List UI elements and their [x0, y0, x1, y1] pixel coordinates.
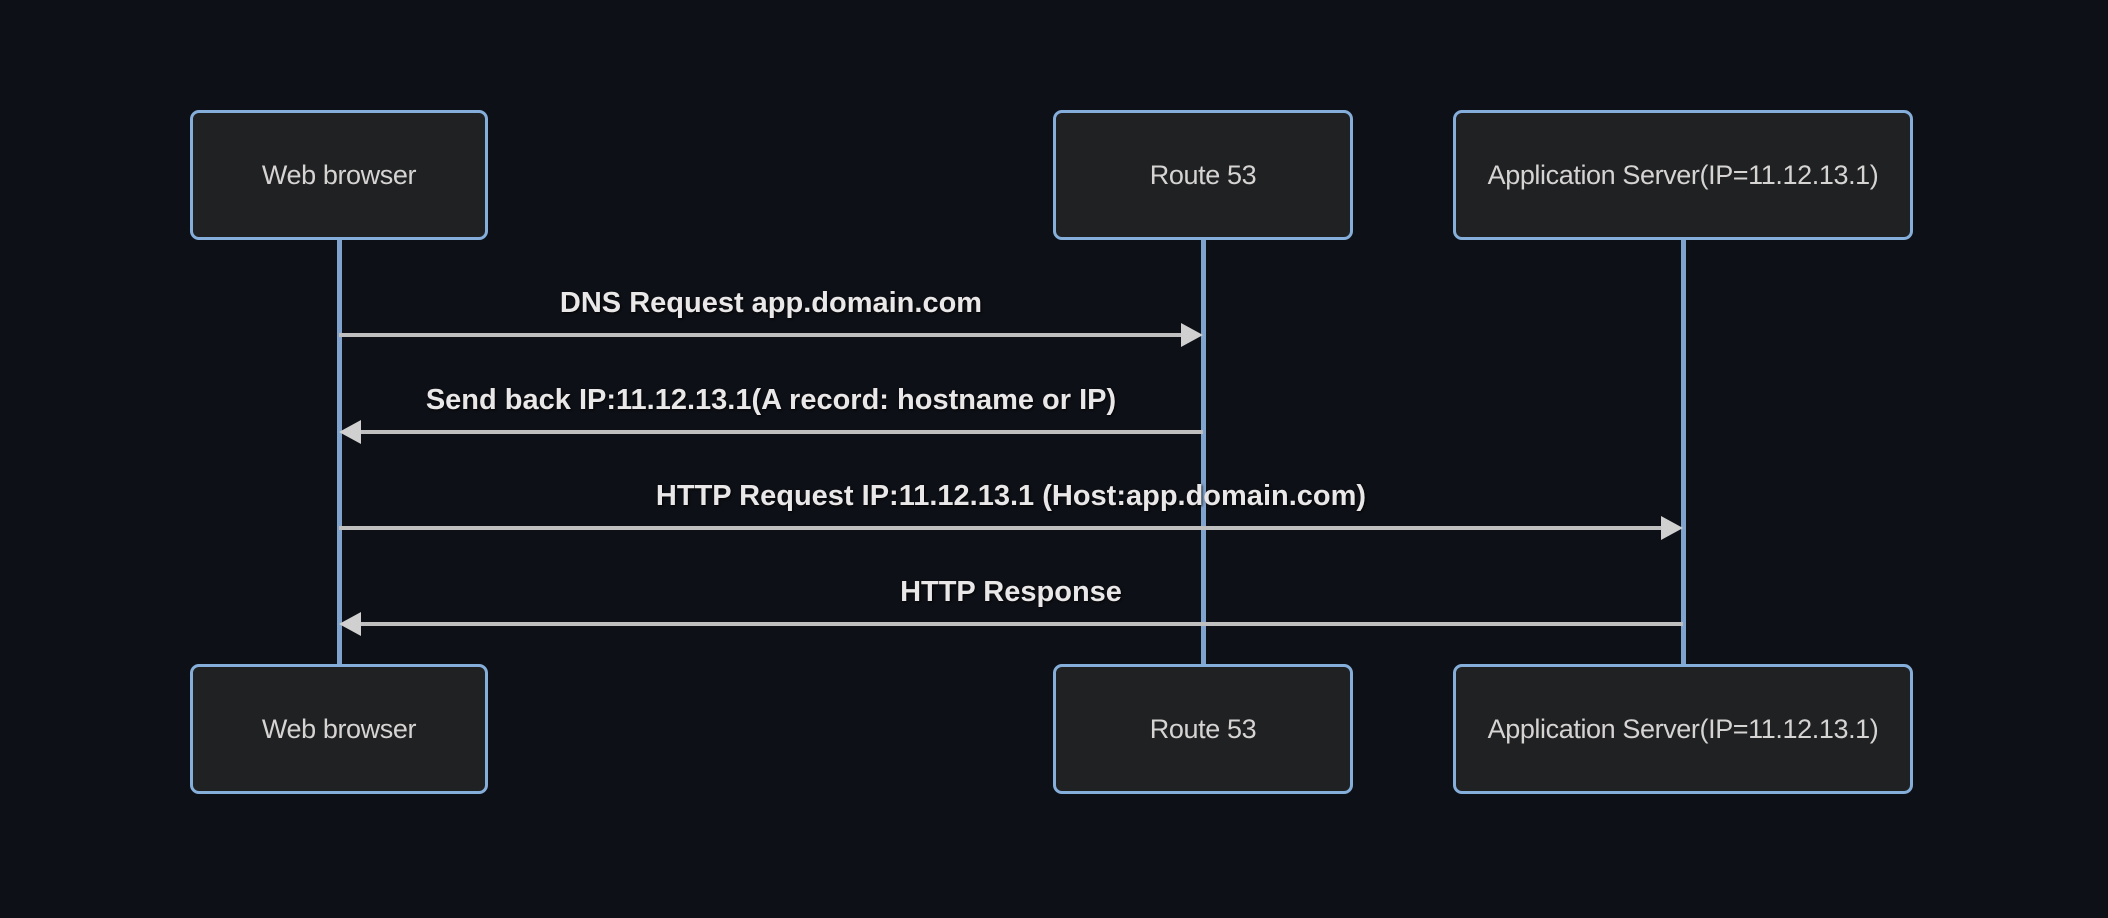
actor-label-web-browser-top: Web browser — [261, 159, 417, 190]
actor-label-web-browser-bottom: Web browser — [261, 713, 417, 744]
actor-label-application-server-top: Application Server(IP=11.12.13.1) — [1487, 159, 1879, 190]
message-line-http-request — [339, 526, 1661, 530]
lifeline-route-53 — [1201, 238, 1206, 666]
actor-box-web-browser-top: Web browser — [190, 110, 488, 240]
message-line-send-back-ip — [361, 430, 1203, 434]
actor-box-route-53-top: Route 53 — [1053, 110, 1353, 240]
actor-label-route-53-bottom: Route 53 — [1149, 713, 1257, 744]
actor-label-route-53-top: Route 53 — [1149, 159, 1257, 190]
actor-box-application-server-top: Application Server(IP=11.12.13.1) — [1453, 110, 1913, 240]
message-line-dns-request — [339, 333, 1181, 337]
message-label-http-response: HTTP Response — [900, 576, 1122, 608]
message-label-http-request: HTTP Request IP:11.12.13.1 (Host:app.dom… — [655, 480, 1367, 512]
actor-box-web-browser-bottom: Web browser — [190, 664, 488, 794]
arrowhead-right-icon — [1181, 323, 1203, 347]
message-label-dns-request: DNS Request app.domain.com — [559, 287, 983, 319]
actor-box-application-server-bottom: Application Server(IP=11.12.13.1) — [1453, 664, 1913, 794]
arrowhead-left-icon — [339, 612, 361, 636]
actor-box-route-53-bottom: Route 53 — [1053, 664, 1353, 794]
actor-label-application-server-bottom: Application Server(IP=11.12.13.1) — [1487, 713, 1879, 744]
lifeline-application-server — [1681, 238, 1686, 666]
arrowhead-right-icon — [1661, 516, 1683, 540]
lifeline-web-browser — [337, 238, 342, 666]
message-label-send-back-ip: Send back IP:11.12.13.1(A record: hostna… — [425, 384, 1117, 416]
arrowhead-left-icon — [339, 420, 361, 444]
message-line-http-response — [361, 622, 1683, 626]
